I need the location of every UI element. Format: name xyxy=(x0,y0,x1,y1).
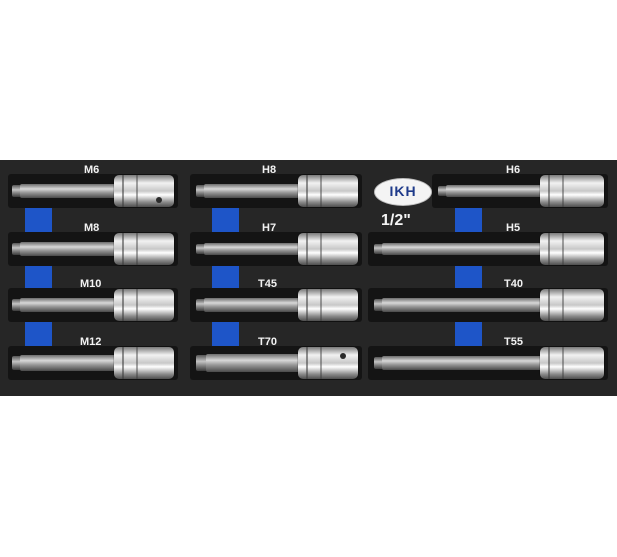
bit-shaft-t70 xyxy=(206,354,300,372)
bit-label: H6 xyxy=(506,164,521,176)
socket-h8 xyxy=(298,175,358,207)
bit-label: M8 xyxy=(84,222,100,234)
bit-tip xyxy=(196,185,204,197)
bit-label: H7 xyxy=(262,222,277,234)
socket-m10 xyxy=(114,289,174,321)
bit-shaft-h7 xyxy=(204,243,300,255)
bit-tip xyxy=(196,244,204,254)
socket-t40 xyxy=(540,289,604,321)
bit-shaft-h8 xyxy=(204,184,300,198)
bit-label: T70 xyxy=(258,336,277,348)
bit-tip xyxy=(374,299,382,311)
bit-tip xyxy=(374,244,382,254)
socket-h5 xyxy=(540,233,604,265)
bit-tip xyxy=(12,299,20,311)
drive-size-label: 1/2" xyxy=(381,212,411,229)
socket-t55 xyxy=(540,347,604,379)
brand-logo-text: IKH xyxy=(389,183,417,199)
bit-shaft-t55 xyxy=(382,356,542,370)
bit-label: T45 xyxy=(258,278,277,290)
bit-tip xyxy=(196,355,206,371)
blue-insert xyxy=(25,195,52,355)
bit-tip xyxy=(196,299,204,311)
bit-shaft-m12 xyxy=(20,355,116,371)
bit-shaft-h6 xyxy=(446,185,542,197)
bit-label: H8 xyxy=(262,164,277,176)
bit-label: M6 xyxy=(84,164,100,176)
socket-m8 xyxy=(114,233,174,265)
socket-t70 xyxy=(298,347,358,379)
bit-tip xyxy=(12,243,20,255)
bit-tip xyxy=(12,356,20,370)
socket-h6 xyxy=(540,175,604,207)
bit-label: M12 xyxy=(80,336,102,348)
socket-m12 xyxy=(114,347,174,379)
bit-label: T55 xyxy=(504,336,523,348)
bit-label: M10 xyxy=(80,278,102,290)
brand-logo: IKH xyxy=(374,178,432,206)
socket-m6 xyxy=(114,175,174,207)
bit-shaft-m10 xyxy=(20,298,116,312)
bit-tip xyxy=(374,357,382,369)
blue-insert xyxy=(212,195,239,355)
bit-label: H5 xyxy=(506,222,521,234)
bit-shaft-h5 xyxy=(382,243,542,255)
tool-tray xyxy=(0,160,617,396)
bit-label: T40 xyxy=(504,278,523,290)
bit-shaft-t45 xyxy=(204,298,300,312)
bit-shaft-t40 xyxy=(382,298,542,312)
bit-tip xyxy=(12,185,20,197)
blue-insert xyxy=(455,195,482,355)
bit-shaft-m6 xyxy=(20,184,116,198)
socket-h7 xyxy=(298,233,358,265)
socket-t45 xyxy=(298,289,358,321)
bit-shaft-m8 xyxy=(20,242,116,256)
bit-tip xyxy=(438,186,446,196)
